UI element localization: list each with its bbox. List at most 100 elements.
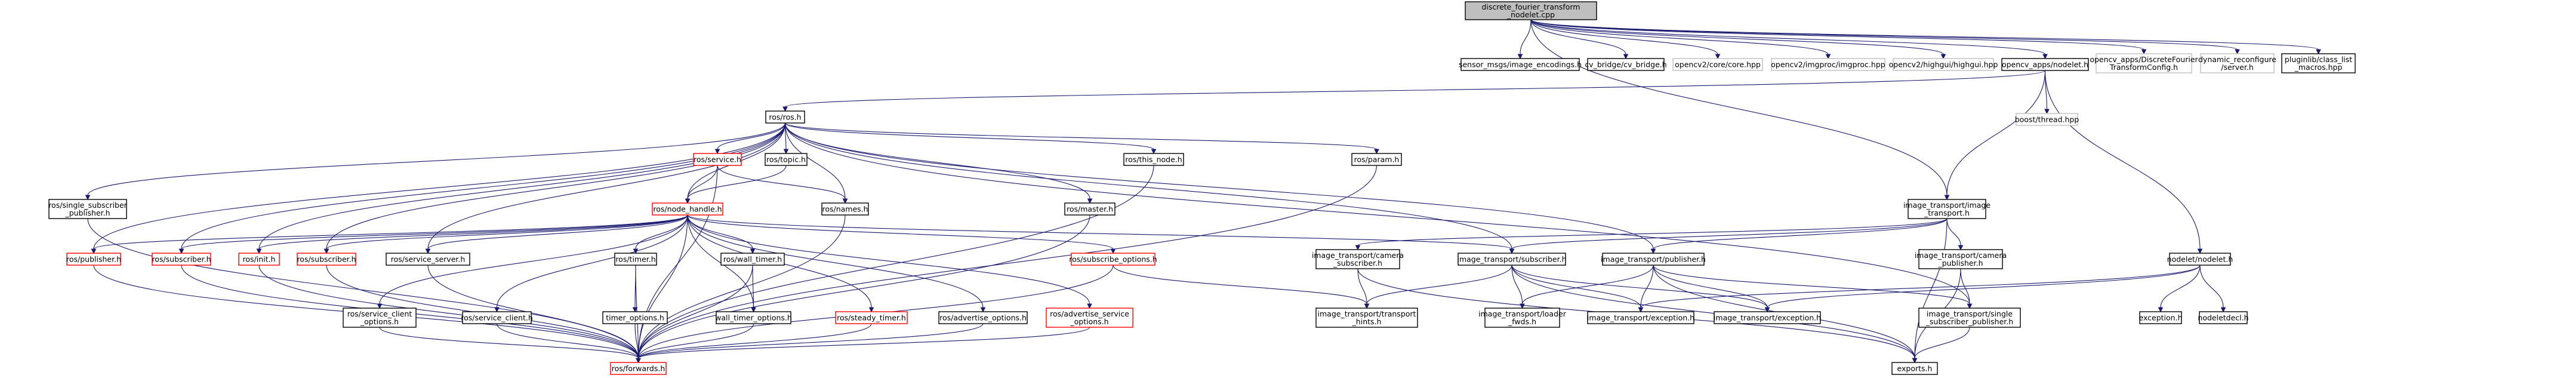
edge-singlesubpub-to-exportsh	[1912, 327, 1970, 364]
node-nodeletnodelet[interactable]: nodelet/nodelet.h	[2167, 253, 2233, 266]
node-topic[interactable]: ros/topic.h	[765, 153, 808, 166]
edge-nodehandle-to-serviceserver	[425, 214, 688, 254]
node-subscriber2[interactable]: ros/subscriber.h	[297, 253, 356, 266]
node-box	[1351, 153, 1402, 166]
node-timer[interactable]: ros/timer.h	[614, 253, 657, 266]
node-walltimer[interactable]: ros/wall_timer.h	[720, 253, 785, 266]
node-publisher[interactable]: ros/publisher.h	[66, 253, 121, 266]
node-steadytimer[interactable]: ros/steady_timer.h	[835, 311, 908, 324]
node-box	[343, 308, 417, 328]
node-label: ros/init.h	[243, 255, 276, 264]
node-label: ros/single_subscriber	[48, 201, 127, 210]
node-label: dynamic_reconfigure	[2198, 55, 2276, 64]
node-walltimeropts[interactable]: wall_timer_options.h	[715, 311, 792, 324]
node-box	[1918, 308, 2021, 328]
node-sensor[interactable]: sensor_msgs/image_encodings.h	[1459, 58, 1582, 71]
node-pluginlib[interactable]: pluginlib/class_list_macros.hpp	[2281, 53, 2356, 73]
node-label: cv_bridge/cv_bridge.h	[1585, 60, 1666, 69]
edge-walltimeropts-to-forwards	[636, 323, 754, 364]
edge-nodehandle-to-rossubscriber	[178, 214, 688, 254]
node-box	[1465, 1, 1597, 20]
node-itsubscriber[interactable]: image_transport/subscriber.h	[1457, 253, 1567, 266]
node-svcclient[interactable]: ros/service_client.h	[461, 311, 533, 324]
node-label: ros/forwards.h	[612, 364, 665, 373]
node-itpublisher[interactable]: image_transport/publisher.h	[1601, 253, 1706, 266]
node-forwards[interactable]: ros/forwards.h	[610, 362, 667, 375]
node-label: ros/names.h	[822, 205, 868, 214]
edge-nodeletnodelet-to-itexception2	[1764, 265, 2201, 313]
node-singlesubpub[interactable]: image_transport/single_subscriber_publis…	[1918, 308, 2021, 328]
node-box	[765, 153, 808, 166]
node-transporthints[interactable]: image_transport/transport_hints.h	[1315, 308, 1418, 328]
edge-opencvapps-to-nodeletnodelet	[2044, 70, 2203, 254]
edge-opencvapps-to-ittransport	[1944, 70, 2046, 201]
node-box	[614, 253, 657, 266]
node-rosh[interactable]: ros/ros.h	[765, 110, 805, 124]
node-label: image_transport/camera	[1915, 251, 2007, 260]
edge-itcampub-to-singlesubpub	[1960, 268, 1973, 309]
edge-nodehandle-to-walltimer	[687, 214, 756, 254]
edge-itpublisher-to-singlesubpub	[1653, 265, 1973, 309]
node-subopts[interactable]: ros/subscribe_options.h	[1069, 253, 1157, 266]
node-advopts[interactable]: ros/advertise_options.h	[938, 311, 1028, 324]
node-svcclientopts[interactable]: ros/service_client_options.h	[343, 308, 417, 328]
node-itcamsub[interactable]: image_transport/camera_subscriber.h	[1312, 249, 1404, 269]
node-label: image_transport/camera	[1312, 251, 1404, 260]
node-singlesub[interactable]: ros/single_subscriber_publisher.h	[48, 199, 128, 219]
node-label: opencv2/imgproc/imgproc.hpp	[1771, 60, 1885, 69]
node-ittransport[interactable]: image_transport/image_transport.h	[1903, 199, 1990, 219]
edge-root-to-dftconfig	[1530, 19, 2147, 55]
node-timeropts[interactable]: timer_options.h	[602, 311, 668, 324]
node-itcampub[interactable]: image_transport/camera_publisher.h	[1915, 249, 2007, 269]
node-box	[1484, 308, 1560, 328]
edge-root-to-cvbridge	[1530, 19, 1629, 60]
node-label: opencv2/highgui/highgui.hpp	[1889, 60, 1998, 69]
edge-ittransport-to-itsubscriber	[1509, 218, 1948, 254]
node-root: discrete_fourier_transform_nodelet.cpp	[1465, 1, 1597, 20]
node-cvbridge[interactable]: cv_bridge/cv_bridge.h	[1585, 58, 1667, 71]
edge-itsubscriber-to-loaderfwds	[1511, 265, 1525, 309]
node-box	[152, 253, 211, 266]
node-param[interactable]: ros/param.h	[1351, 153, 1402, 166]
edge-rosh-to-singlesubpub	[784, 122, 1973, 309]
node-box	[66, 253, 121, 266]
node-label: image_transport/exception.h	[1587, 314, 1694, 322]
edge-nodehandle-to-svcclient	[494, 214, 688, 313]
node-names[interactable]: ros/names.h	[821, 202, 869, 216]
edge-nodehandle-to-publisher	[91, 214, 688, 254]
node-rossubscriber[interactable]: ros/subscriber.h	[152, 253, 211, 266]
node-itexception2[interactable]: image_transport/exception.h	[1714, 311, 1821, 324]
edge-root-to-opencvcore	[1530, 19, 1721, 60]
node-opencvapps[interactable]: opencv_apps/nodelet.h	[2001, 58, 2089, 71]
node-box	[2016, 113, 2078, 126]
node-loaderfwds[interactable]: image_transport/loader_fwds.h	[1478, 308, 1567, 328]
node-serviceserver[interactable]: ros/service_server.h	[386, 253, 470, 266]
node-label: ros/topic.h	[766, 155, 806, 164]
node-itexception1[interactable]: image_transport/exception.h	[1587, 311, 1694, 324]
node-box	[462, 311, 532, 324]
node-nodehandle[interactable]: ros/node_handle.h	[652, 202, 723, 216]
node-advsvcopts[interactable]: ros/advertise_service_options.h	[1046, 308, 1133, 328]
node-thisnode[interactable]: ros/this_node.h	[1123, 153, 1184, 166]
node-box	[1123, 153, 1184, 166]
node-exportsh[interactable]: exports.h	[1891, 362, 1938, 375]
edge-init-to-forwards	[258, 265, 641, 364]
node-init[interactable]: ros/init.h	[238, 253, 280, 266]
node-label: _options.h	[1070, 317, 1108, 326]
node-master[interactable]: ros/master.h	[1064, 202, 1116, 216]
node-label: ros/service_client.h	[461, 314, 533, 322]
node-exceptionh[interactable]: exception.h	[2139, 311, 2183, 324]
node-box	[938, 311, 1028, 324]
node-label: opencv_apps/DiscreteFourier	[2090, 55, 2198, 64]
edge-itpublisher-to-itexception2	[1653, 265, 1770, 313]
node-box	[386, 253, 470, 266]
node-service[interactable]: ros/service.h	[693, 153, 742, 166]
node-box	[2169, 253, 2231, 266]
node-label: TransformConfig.h	[2109, 63, 2178, 72]
node-label: ros/subscriber.h	[152, 255, 211, 264]
node-label: ros/node_handle.h	[653, 205, 722, 214]
node-nodeletdecl[interactable]: nodeletdecl.h	[2198, 311, 2249, 324]
edge-nodehandle-to-timer	[633, 214, 688, 254]
node-label: ros/ros.h	[769, 113, 801, 122]
